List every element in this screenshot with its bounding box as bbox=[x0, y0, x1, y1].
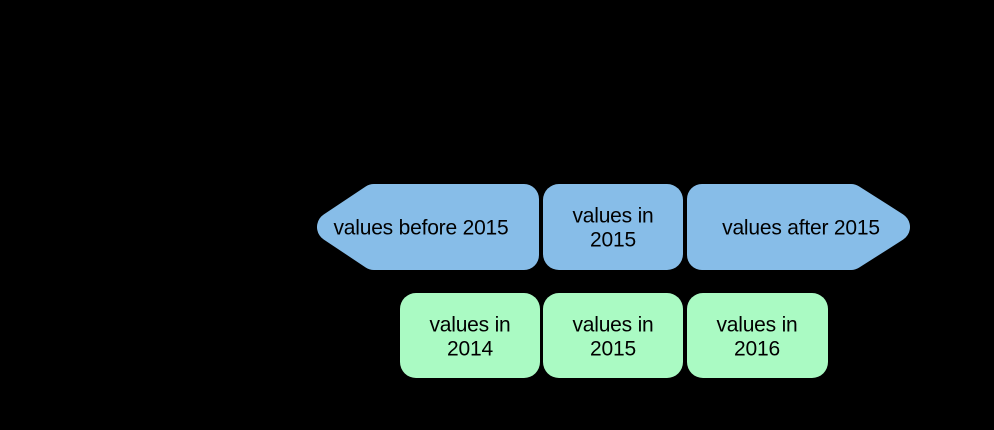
node-label-line1: values in bbox=[429, 314, 510, 337]
node-label-line2: 2015 bbox=[590, 229, 636, 252]
node-label-line1: values in bbox=[572, 205, 653, 228]
node-label-line1: values in bbox=[716, 314, 797, 337]
node-values-in-2015-blue: values in 2015 bbox=[543, 184, 683, 270]
node-values-in-2015-green: values in 2015 bbox=[543, 293, 683, 378]
rounded-rect-shape bbox=[543, 184, 683, 270]
right-arrow-shape bbox=[687, 184, 910, 270]
node-label: values before 2015 bbox=[333, 217, 508, 240]
node-values-after-2015: values after 2015 bbox=[687, 184, 910, 270]
node-label-line2: 2015 bbox=[590, 338, 636, 361]
rounded-rect-shape bbox=[400, 293, 540, 378]
node-label-line2: 2014 bbox=[447, 338, 493, 361]
node-label-line2: 2016 bbox=[734, 338, 780, 361]
rounded-rect-shape bbox=[543, 293, 683, 378]
node-values-in-2014: values in 2014 bbox=[400, 293, 540, 378]
node-label: values after 2015 bbox=[722, 217, 880, 240]
rounded-rect-shape bbox=[687, 293, 828, 378]
node-label-line1: values in bbox=[572, 314, 653, 337]
left-arrow-shape bbox=[317, 184, 539, 270]
node-values-before-2015: values before 2015 bbox=[317, 184, 539, 270]
node-values-in-2016: values in 2016 bbox=[687, 293, 828, 378]
